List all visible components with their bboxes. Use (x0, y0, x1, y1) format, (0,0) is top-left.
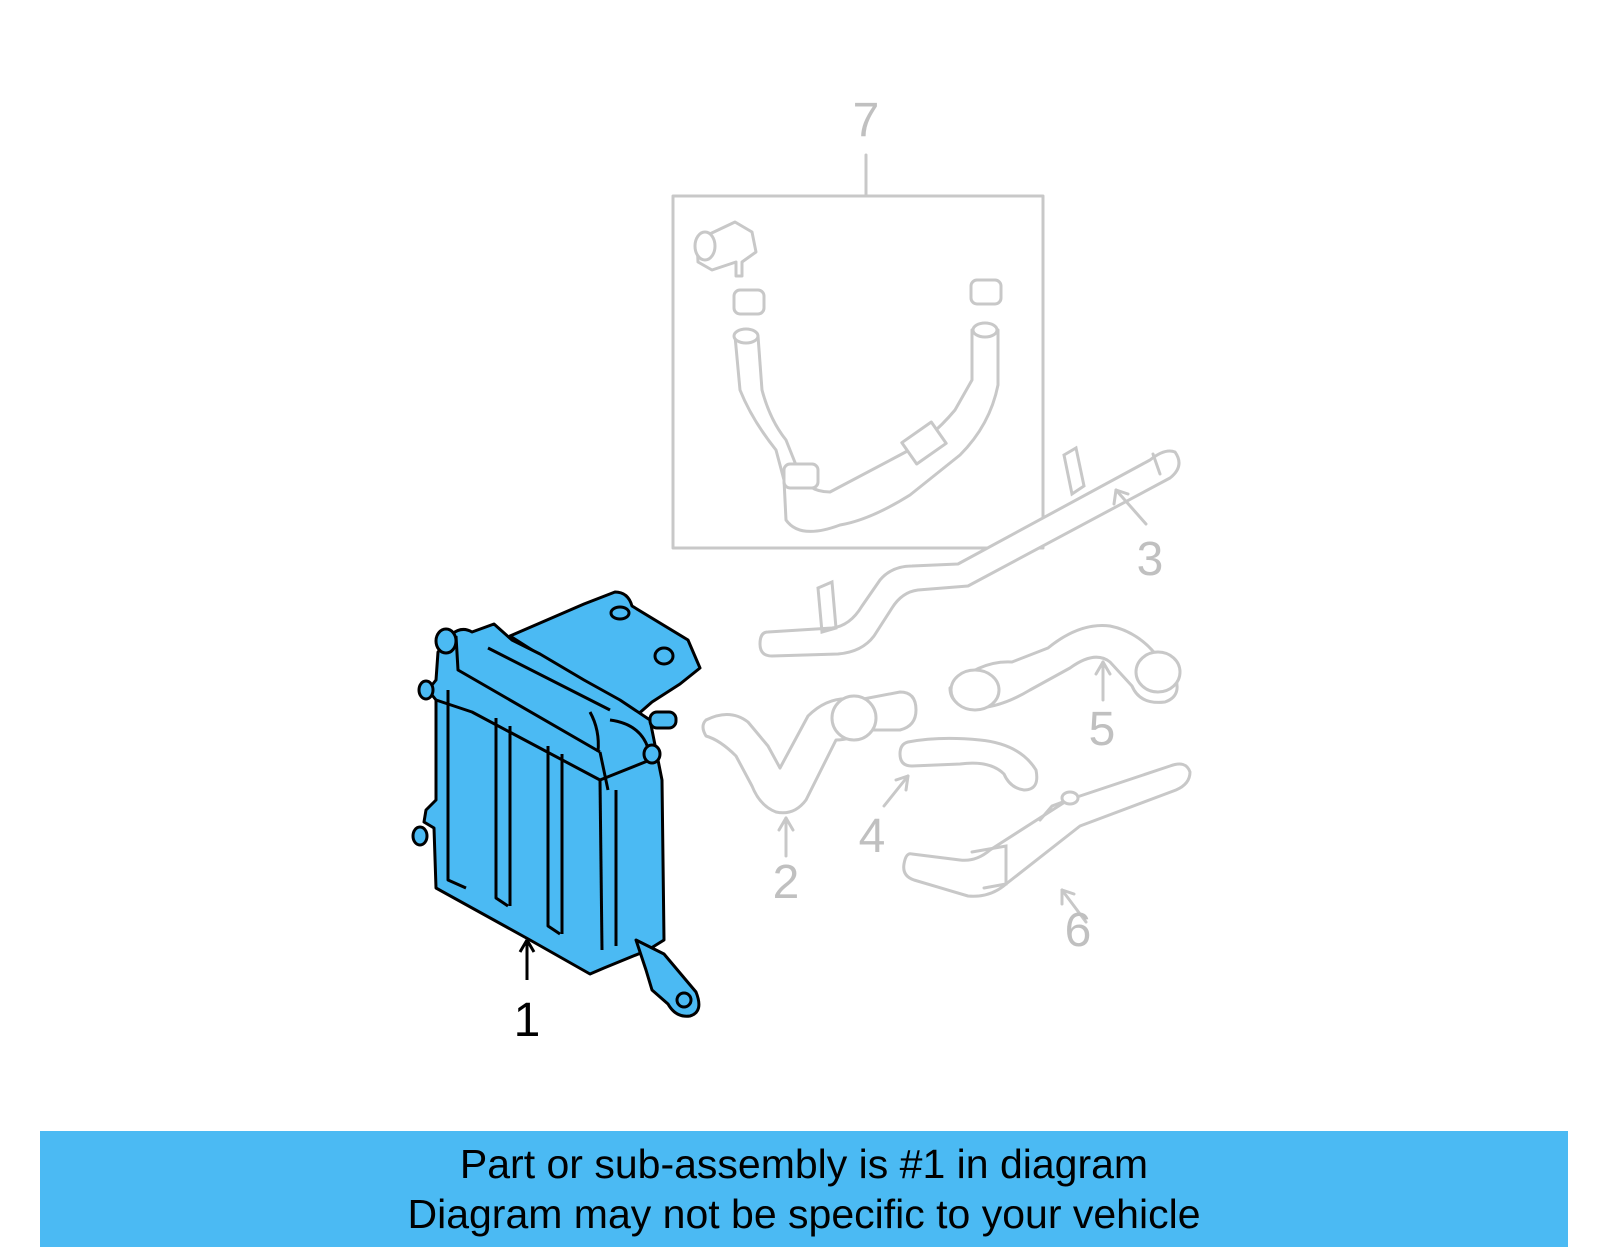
banner-line-2: Diagram may not be specific to your vehi… (407, 1191, 1201, 1237)
part-7-hose-kit[interactable] (671, 153, 1045, 550)
part-5-hose[interactable] (948, 623, 1182, 712)
callout-3: 3 (1137, 533, 1164, 586)
callout-1: 1 (514, 994, 541, 1047)
part-6-pipe[interactable] (902, 762, 1192, 924)
part-4-hose[interactable] (882, 736, 1039, 808)
callout-7: 7 (853, 94, 880, 147)
callout-5: 5 (1089, 703, 1116, 756)
cooler-top-bracket (508, 590, 702, 718)
part-1-cooler[interactable] (411, 590, 702, 1018)
callout-2: 2 (773, 856, 800, 909)
part-2-hose[interactable] (701, 690, 918, 858)
part-3-pipe[interactable] (758, 445, 1181, 658)
banner-line-1: Part or sub-assembly is #1 in diagram (459, 1141, 1149, 1187)
info-banner: Part or sub-assembly is #1 in diagram Di… (40, 1131, 1568, 1247)
callout-4: 4 (859, 810, 886, 863)
callout-6: 6 (1065, 904, 1092, 957)
